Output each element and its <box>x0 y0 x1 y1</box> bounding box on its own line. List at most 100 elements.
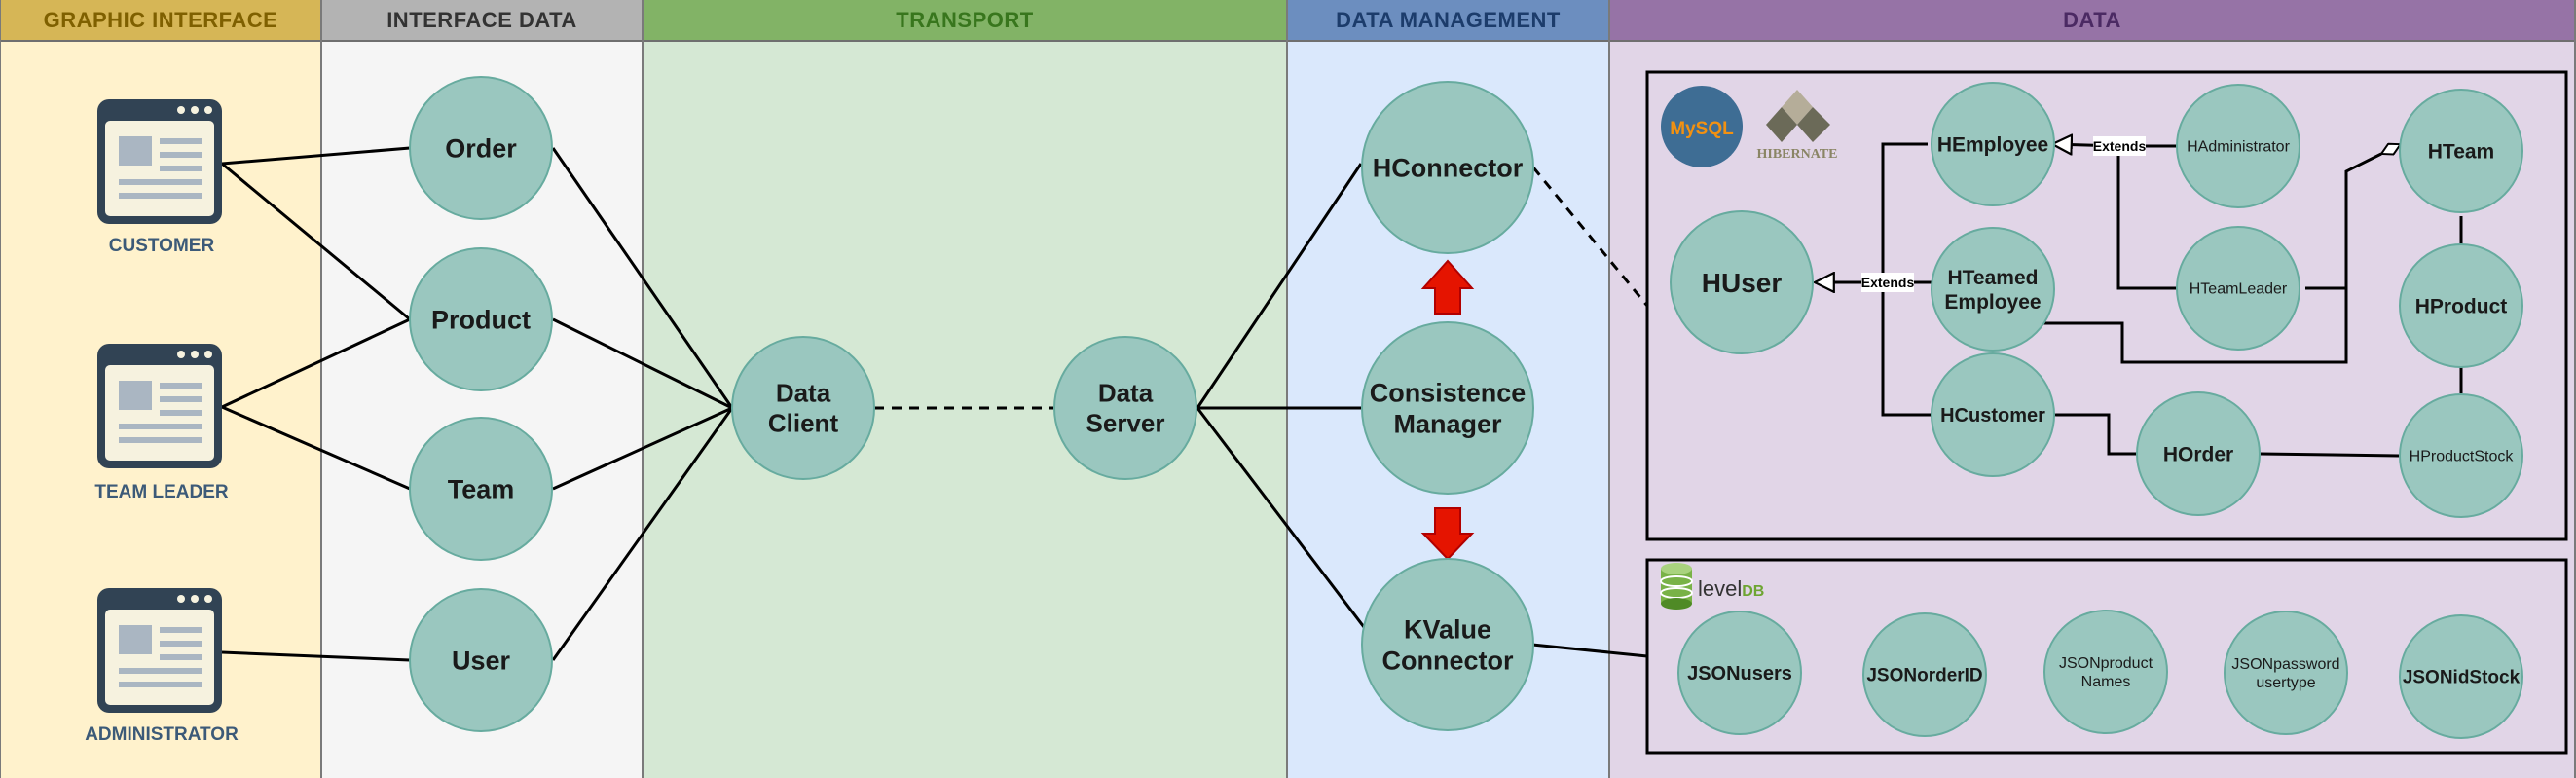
node-circle <box>409 76 553 220</box>
node-hproductstock: HProductStock <box>2399 393 2523 518</box>
database-icon <box>1660 563 1693 610</box>
node-circle <box>731 336 875 480</box>
arrow-down-red <box>1420 507 1475 561</box>
actor-team-leader: TEAM LEADER <box>94 344 229 502</box>
node-label: Connector <box>1382 647 1514 676</box>
node-label: Consistence <box>1370 378 1527 407</box>
node-circle <box>2399 89 2523 213</box>
node-circle <box>2176 84 2300 208</box>
node-circle <box>409 417 553 561</box>
node-circle <box>1361 81 1534 254</box>
node-label: HOrder <box>2163 443 2233 465</box>
node-label: Client <box>768 409 839 438</box>
node-label: JSONusers <box>1687 663 1792 685</box>
node-huser: HUser <box>1670 210 1814 354</box>
node-label: HProduct <box>2415 295 2508 317</box>
node-hconnector: HConnector <box>1361 81 1534 254</box>
browser-window-icon <box>97 588 222 713</box>
mysql-logo: MySQL <box>1661 86 1743 167</box>
node-jsonorderid: JSONorderID <box>1862 612 1987 737</box>
node-team: Team <box>409 417 553 561</box>
browser-window-icon <box>97 344 222 468</box>
node-circle <box>1862 612 1987 737</box>
extends-label-bg-2 <box>2093 136 2146 156</box>
node-circle <box>2399 393 2523 518</box>
node-label: HProductStock <box>2410 449 2515 465</box>
node-circle <box>2399 614 2523 739</box>
node-label: Product <box>431 305 531 334</box>
node-label: Manager <box>1393 410 1502 439</box>
lane-title-interface-data: INTERFACE DATA <box>322 0 642 42</box>
lane-title-graphic-interface: GRAPHIC INTERFACE <box>1 0 320 42</box>
node-circle <box>1677 611 1802 735</box>
node-circle <box>409 588 553 732</box>
edge-server-hconnector <box>1196 163 1363 409</box>
node-hcustomer: HCustomer <box>1931 352 2055 477</box>
actor-label-team-leader: TEAM LEADER <box>94 482 229 502</box>
node-label: Employee <box>1944 291 2041 314</box>
node-label: HCustomer <box>1940 405 2045 426</box>
node-circle <box>1931 227 2055 352</box>
node-circle <box>1053 336 1197 480</box>
node-circle <box>1670 210 1814 354</box>
nodes: OrderProductTeamUserDataClientDataServer… <box>409 76 2523 739</box>
lane-title-data: DATA <box>1610 0 2574 42</box>
node-hemployee: HEmployee <box>1931 82 2055 206</box>
hibernate-logo-text: HIBERNATE <box>1757 147 1838 162</box>
leveldb-logo-text: levelDB <box>1698 576 1764 601</box>
node-hproduct: HProduct <box>2399 243 2523 368</box>
node-label: HTeamed <box>1948 267 2039 289</box>
node-label: KValue <box>1404 614 1491 644</box>
node-label: JSONpassword <box>2231 656 2339 673</box>
lane-title-data-management: DATA MANAGEMENT <box>1288 0 1608 42</box>
leveldb-logo-level: level <box>1698 576 1742 601</box>
edge-product-dataclient <box>552 317 733 410</box>
node-label: HEmployee <box>1937 133 2048 156</box>
edge-hcustomer-extends-huser <box>1881 282 1933 417</box>
edge-server-kvalue <box>1196 407 1369 632</box>
actor-customer: CUSTOMER <box>97 99 222 256</box>
node-label: HAdministrator <box>2187 139 2290 156</box>
node-circle <box>2043 610 2168 734</box>
edge-hteamleader-extends <box>2116 146 2177 290</box>
node-label: HConnector <box>1373 153 1524 182</box>
extends-label-bg-1 <box>1861 273 1914 292</box>
lane-title-transport: TRANSPORT <box>644 0 1286 42</box>
edges <box>221 142 2463 662</box>
node-circle <box>409 247 553 391</box>
edge-teamleader-product <box>221 317 411 409</box>
edge-horder-hcustomer <box>2056 415 2138 456</box>
node-label: HTeamLeader <box>2190 281 2288 298</box>
actor-label-customer: CUSTOMER <box>109 236 215 256</box>
edge-customer-order <box>221 146 411 166</box>
actor-administrator: ADMINISTRATOR <box>85 588 239 745</box>
hibernate-logo: HIBERNATE <box>1757 90 1838 162</box>
node-label: Data <box>776 379 831 408</box>
node-circle <box>2399 243 2523 368</box>
node-product: Product <box>409 247 553 391</box>
edge-administrator-user <box>221 650 411 662</box>
extends-label-2: Extends <box>2093 138 2147 154</box>
browser-window-icon <box>97 99 222 224</box>
node-user: User <box>409 588 553 732</box>
node-label: JSONproduct <box>2059 655 2153 672</box>
node-hteam: HTeam <box>2399 89 2523 213</box>
edge-team-dataclient <box>552 406 733 491</box>
edge-horder-hproductstock <box>2260 452 2400 458</box>
node-label: JSONorderID <box>1866 666 1982 686</box>
node-hadministrator: HAdministrator <box>2176 84 2300 208</box>
node-jsonusers: JSONusers <box>1677 611 1802 735</box>
node-circle <box>1931 82 2055 206</box>
arrow-up-red <box>1420 259 1475 315</box>
node-label: Names <box>2081 674 2131 690</box>
node-label: usertype <box>2256 675 2315 691</box>
edge-teamleader-team <box>221 405 411 491</box>
edge-hemployee-extends-huser <box>1881 142 1928 282</box>
node-label: User <box>452 646 511 675</box>
